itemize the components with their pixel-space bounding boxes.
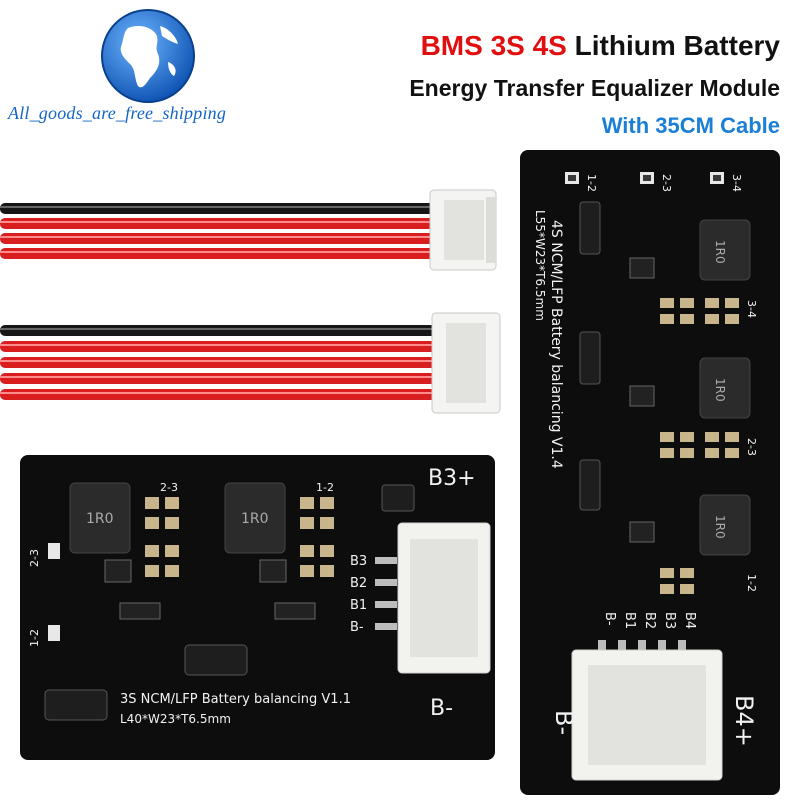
pcb-3s-balancer: B3+ B- 1R0 1R0 2-3 1-2 2-3 1-2 B3 B2 B1 …: [20, 455, 495, 760]
headline-cable: With 35CM Cable: [601, 113, 780, 138]
inductor-group: [699, 219, 751, 556]
section-label-3: 1-2: [745, 574, 758, 592]
led-label-2: 1-2: [28, 629, 41, 647]
inductor-mark-2: 1R0: [713, 378, 727, 402]
board-3s-dimensions: L40*W23*T6.5mm: [120, 712, 231, 726]
terminal-negative: B-: [550, 710, 578, 735]
pin-label-b4: B4: [682, 612, 697, 629]
headline-bms-model: BMS 3S 4S: [420, 30, 567, 61]
pin-label-b2: B2: [350, 576, 367, 591]
pin-label-b1: B1: [622, 612, 637, 629]
section-label-1: 2-3: [160, 481, 178, 494]
led-label-3: 3-4: [730, 174, 743, 192]
inductor-mark-1: 1R0: [86, 511, 114, 527]
cable-lower: [0, 312, 501, 414]
section-label-2: 1-2: [316, 481, 334, 494]
inductor-mark-1: 1R0: [713, 240, 727, 264]
headline-line2: Energy Transfer Equalizer Module: [409, 75, 780, 101]
led-label-2: 2-3: [660, 174, 673, 192]
pcb-4s-balancer: 1-2 2-3 3-4 4S NCM/LFP Battery balancing…: [520, 150, 780, 795]
led-label-1: 1-2: [585, 174, 598, 192]
terminal-negative: B-: [430, 696, 453, 721]
pin-label-bneg: B-: [602, 612, 617, 626]
pin-label-b1: B1: [350, 598, 367, 613]
cable-upper: [0, 189, 497, 271]
terminal-positive: B4+: [730, 695, 758, 747]
pin-label-b3: B3: [350, 554, 367, 569]
globe-logo-icon: [101, 9, 195, 103]
section-label-2: 2-3: [745, 438, 758, 456]
board-3s-label: 3S NCM/LFP Battery balancing V1.1: [120, 692, 351, 707]
headline-battery-type: Lithium Battery: [574, 30, 780, 61]
cable-assembly: [0, 189, 501, 414]
shop-watermark: All_goods_are_free_shipping: [8, 103, 227, 123]
pin-label-b2: B2: [642, 612, 657, 629]
inductor-mark-2: 1R0: [241, 511, 269, 527]
board-4s-dimensions: L55*W23*T6.5mm: [533, 210, 547, 321]
terminal-positive: B3+: [428, 466, 476, 491]
headline-line1: BMS 3S 4S Lithium Battery: [300, 30, 780, 62]
led-label-1: 2-3: [28, 549, 41, 567]
pin-label-bneg: B-: [350, 620, 364, 635]
pin-label-b3: B3: [662, 612, 677, 629]
section-label-1: 3-4: [745, 300, 758, 318]
board-4s-label: 4S NCM/LFP Battery balancing V1.4: [548, 220, 564, 469]
inductor-mark-3: 1R0: [713, 515, 727, 539]
